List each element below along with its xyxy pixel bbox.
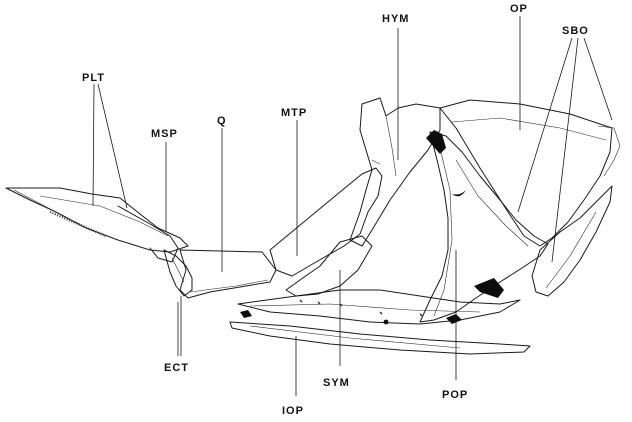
ectopterygoid-bone [164,250,192,296]
opercle-bone [440,100,612,246]
label-op: OP [510,3,528,15]
dark-marks [240,130,504,324]
label-hym: HYM [382,13,409,25]
label-iop: IOP [282,405,304,417]
dark-mark-hym-head [426,130,446,154]
label-msp: MSP [151,128,178,140]
dark-mark-canal [452,190,466,196]
label-mtp: MTP [281,107,307,119]
label-plt: PLT [82,72,105,84]
metapterygoid-bone [270,168,382,276]
quadrate-bone [180,250,276,298]
dark-mark-pop-lower [446,314,462,324]
label-sym: SYM [323,377,350,389]
interopercle-bone [230,322,530,354]
label-sbo: SBO [562,25,589,37]
dark-mark-anterior [240,310,252,318]
leader-lines [93,16,612,396]
dark-mark-pop-angle [474,278,504,298]
mesopterygoid-bone [118,206,178,262]
label-q: Q [217,115,227,127]
label-pop: POP [442,389,468,401]
palatine-bone [6,188,188,252]
label-ect: ECT [164,362,189,374]
preopercle-bone [420,132,548,322]
lower-lamina [238,290,520,324]
labels: PLT MSP Q MTP HYM OP SBO ECT SYM IOP POP [82,3,589,417]
dark-dot [384,320,389,325]
